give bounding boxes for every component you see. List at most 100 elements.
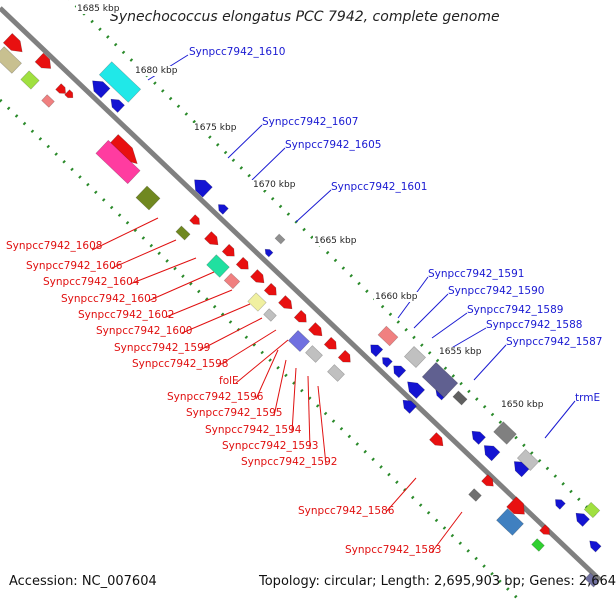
- forward-gene[interactable]: [481, 474, 497, 490]
- gene-label-synpcc7942-1595[interactable]: Synpcc7942_1595: [186, 407, 283, 419]
- leader-line: [544, 400, 576, 439]
- feature-block[interactable]: [41, 94, 55, 108]
- feature-block[interactable]: [98, 61, 142, 103]
- gene-label-synpcc7942-1593[interactable]: Synpcc7942_1593: [222, 440, 319, 452]
- feature-block[interactable]: [583, 501, 601, 519]
- gene-label-synpcc7942-1591[interactable]: Synpcc7942_1591: [428, 268, 525, 280]
- forward-gene[interactable]: [34, 52, 55, 73]
- feature-block[interactable]: [20, 70, 40, 90]
- leader-line: [431, 511, 463, 553]
- forward-gene[interactable]: [55, 83, 69, 97]
- gene-label-synpcc7942-1602[interactable]: Synpcc7942_1602: [78, 309, 175, 321]
- feature-block[interactable]: [287, 329, 311, 353]
- feature-block[interactable]: [135, 185, 161, 211]
- gene-features: [0, 32, 602, 588]
- gene-label-synpcc7942-1598[interactable]: Synpcc7942_1598: [132, 358, 229, 370]
- forward-gene[interactable]: [189, 214, 203, 228]
- gene-label-synpcc7942-1610[interactable]: Synpcc7942_1610: [189, 46, 286, 58]
- forward-gene[interactable]: [293, 309, 310, 326]
- reverse-gene[interactable]: [88, 76, 111, 99]
- gene-label-synpcc7942-1607[interactable]: Synpcc7942_1607: [262, 116, 359, 128]
- reverse-gene[interactable]: [480, 441, 501, 462]
- reverse-gene[interactable]: [107, 96, 125, 113]
- leader-line: [111, 239, 177, 269]
- reverse-gene[interactable]: [380, 355, 393, 368]
- gene-label-synpcc7942-1590[interactable]: Synpcc7942_1590: [448, 285, 545, 297]
- leader-line: [431, 312, 468, 339]
- forward-gene[interactable]: [235, 256, 252, 273]
- gene-label-synpcc7942-1583[interactable]: Synpcc7942_1583: [345, 544, 442, 556]
- gene-label-synpcc7942-1604[interactable]: Synpcc7942_1604: [43, 276, 140, 288]
- feature-block[interactable]: [584, 572, 600, 588]
- tick-label-1660: 1660 kbp: [374, 292, 419, 302]
- feature-block[interactable]: [403, 345, 427, 369]
- forward-gene[interactable]: [221, 243, 238, 260]
- feature-block[interactable]: [516, 449, 540, 471]
- tick-label-1675: 1675 kbp: [193, 123, 238, 133]
- map-title: Synechococcus elongatus PCC 7942, comple…: [110, 9, 500, 25]
- leader-line: [181, 303, 251, 334]
- feature-block[interactable]: [305, 345, 323, 363]
- gene-label-synpcc7942-1601[interactable]: Synpcc7942_1601: [331, 181, 428, 193]
- feature-block[interactable]: [274, 233, 286, 245]
- feature-block[interactable]: [496, 508, 524, 536]
- gene-label-synpcc7942-1592[interactable]: Synpcc7942_1592: [241, 456, 338, 468]
- gene-label-trme[interactable]: trmE: [575, 392, 601, 404]
- gene-label-synpcc7942-1588[interactable]: Synpcc7942_1588: [486, 319, 583, 331]
- forward-gene[interactable]: [278, 295, 295, 313]
- feature-block[interactable]: [0, 46, 22, 74]
- feature-block[interactable]: [223, 272, 241, 290]
- reverse-gene[interactable]: [572, 510, 590, 527]
- feature-block[interactable]: [531, 538, 545, 552]
- gene-label-synpcc7942-1605[interactable]: Synpcc7942_1605: [285, 139, 382, 151]
- reverse-gene[interactable]: [468, 428, 486, 445]
- feature-block[interactable]: [247, 292, 267, 312]
- forward-gene[interactable]: [2, 32, 26, 56]
- feature-block[interactable]: [263, 308, 277, 322]
- feature-block[interactable]: [206, 254, 230, 278]
- forward-gene[interactable]: [204, 231, 221, 249]
- leader-line: [317, 385, 327, 466]
- gene-label-synpcc7942-1599[interactable]: Synpcc7942_1599: [114, 342, 211, 354]
- reverse-gene[interactable]: [216, 202, 229, 215]
- gene-label-synpcc7942-1606[interactable]: Synpcc7942_1606: [26, 260, 123, 272]
- gene-label-synpcc7942-1596[interactable]: Synpcc7942_1596: [167, 391, 264, 403]
- leader-line: [165, 289, 233, 318]
- feature-block[interactable]: [175, 225, 191, 241]
- reverse-gene[interactable]: [190, 175, 213, 198]
- feature-block[interactable]: [421, 361, 459, 399]
- feature-block[interactable]: [493, 421, 517, 445]
- reverse-gene[interactable]: [399, 397, 417, 414]
- forward-gene[interactable]: [539, 524, 553, 538]
- gene-label-synpcc7942-1589[interactable]: Synpcc7942_1589: [467, 304, 564, 316]
- forward-gene[interactable]: [429, 432, 446, 450]
- reverse-gene[interactable]: [390, 362, 407, 379]
- forward-gene[interactable]: [263, 282, 280, 299]
- forward-gene[interactable]: [308, 322, 325, 340]
- genome-backbone: [0, 6, 602, 582]
- gene-label-synpcc7942-1608[interactable]: Synpcc7942_1608: [6, 240, 103, 252]
- tick-label-1670: 1670 kbp: [252, 180, 297, 190]
- forward-gene[interactable]: [64, 89, 76, 101]
- feature-block[interactable]: [327, 364, 345, 382]
- feature-block[interactable]: [377, 325, 399, 347]
- forward-gene[interactable]: [250, 269, 267, 287]
- gene-label-synpcc7942-1587[interactable]: Synpcc7942_1587: [506, 336, 603, 348]
- reverse-gene[interactable]: [553, 497, 566, 510]
- forward-gene[interactable]: [506, 496, 530, 520]
- feature-block[interactable]: [95, 139, 141, 185]
- forward-gene[interactable]: [337, 349, 354, 366]
- gene-label-synpcc7942-1586[interactable]: Synpcc7942_1586: [298, 505, 395, 517]
- leader-line: [251, 147, 286, 181]
- gene-label-synpcc7942-1600[interactable]: Synpcc7942_1600: [96, 325, 193, 337]
- gene-label-fole[interactable]: folE: [219, 375, 239, 387]
- reverse-gene[interactable]: [587, 538, 602, 553]
- gene-label-synpcc7942-1594[interactable]: Synpcc7942_1594: [205, 424, 302, 436]
- reverse-gene[interactable]: [263, 247, 274, 258]
- forward-gene[interactable]: [323, 336, 340, 353]
- gene-label-synpcc7942-1603[interactable]: Synpcc7942_1603: [61, 293, 158, 305]
- feature-block[interactable]: [468, 488, 482, 502]
- reverse-gene[interactable]: [367, 341, 384, 358]
- reverse-gene[interactable]: [403, 377, 426, 399]
- feature-block[interactable]: [452, 390, 468, 406]
